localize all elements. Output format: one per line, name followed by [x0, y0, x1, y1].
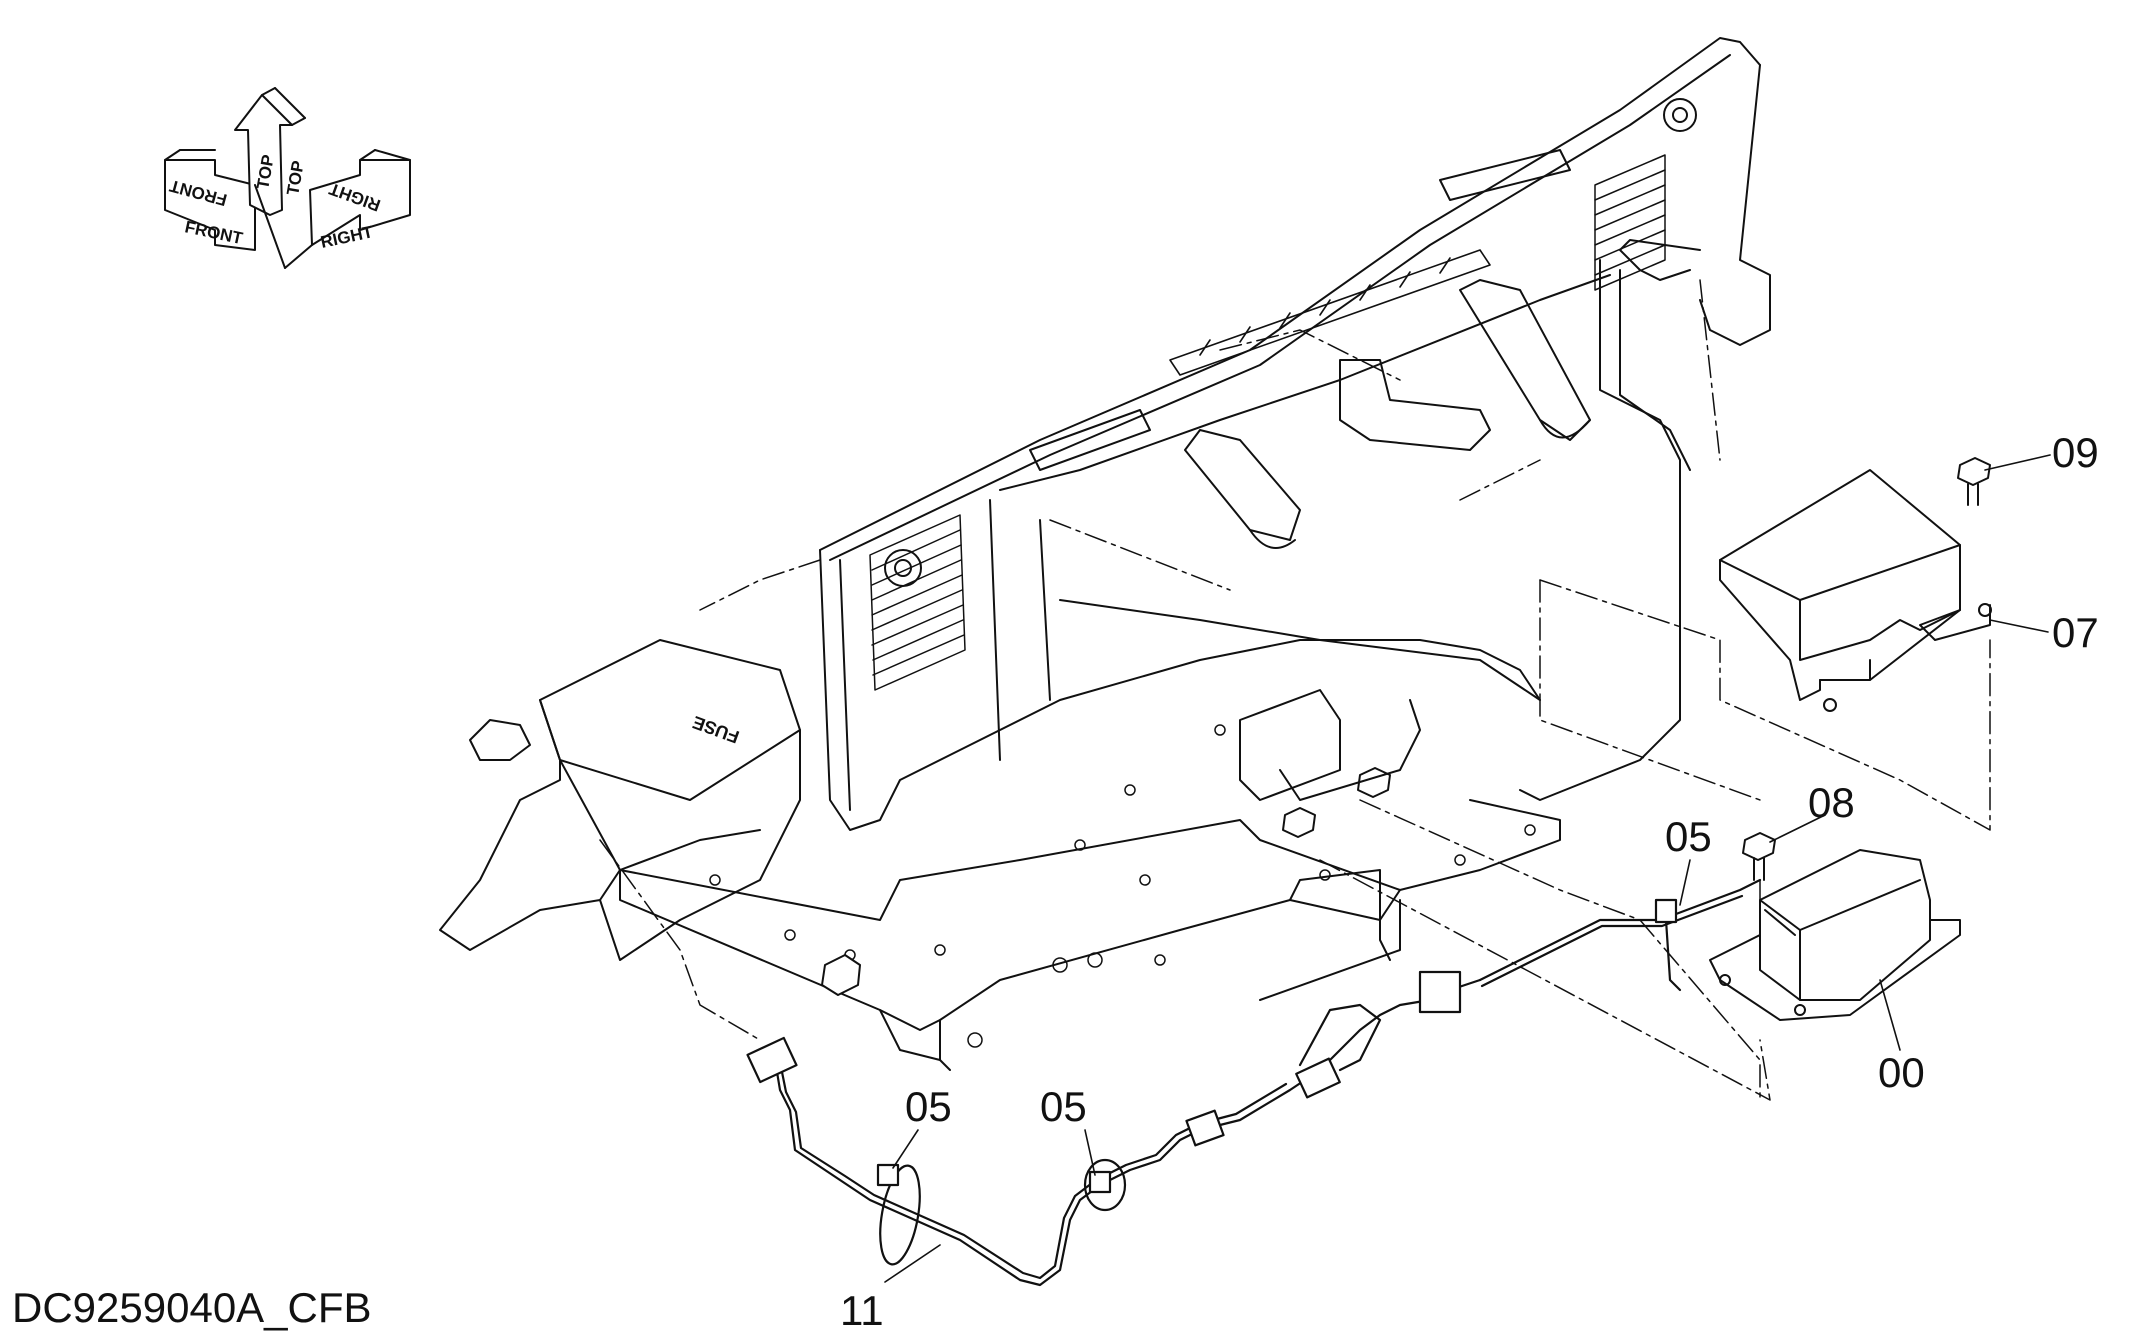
- leader-lines: [884, 454, 2051, 1283]
- fuse-label: FUSE: [690, 712, 742, 747]
- callout-09: 09: [2052, 429, 2099, 476]
- controller-unit: [1709, 849, 1961, 1021]
- callout-05-right: 05: [1665, 813, 1712, 860]
- drawing-id-label: DC9259040A_CFB: [12, 1284, 372, 1331]
- callout-11: 11: [840, 1287, 884, 1334]
- callout-08: 08: [1808, 779, 1855, 826]
- callout-00: 00: [1878, 1049, 1925, 1096]
- top-direction-label-mirror: TOP: [283, 159, 308, 196]
- callout-05-left: 05: [905, 1083, 952, 1130]
- floor-plate: [619, 689, 1561, 1071]
- callout-05-center: 05: [1040, 1083, 1087, 1130]
- orientation-indicator: FRONT FRONT TOP TOP RIGHT RIGHT: [164, 87, 411, 269]
- fuse-box-assembly: FUSE: [439, 639, 801, 961]
- callout-07: 07: [2052, 609, 2099, 656]
- cover-bracket: [1719, 469, 1992, 712]
- bolts: [1742, 457, 1991, 881]
- wire-harness: [746, 878, 1762, 1287]
- console-housing: [819, 37, 1771, 831]
- assembly-lines: [599, 279, 1991, 1101]
